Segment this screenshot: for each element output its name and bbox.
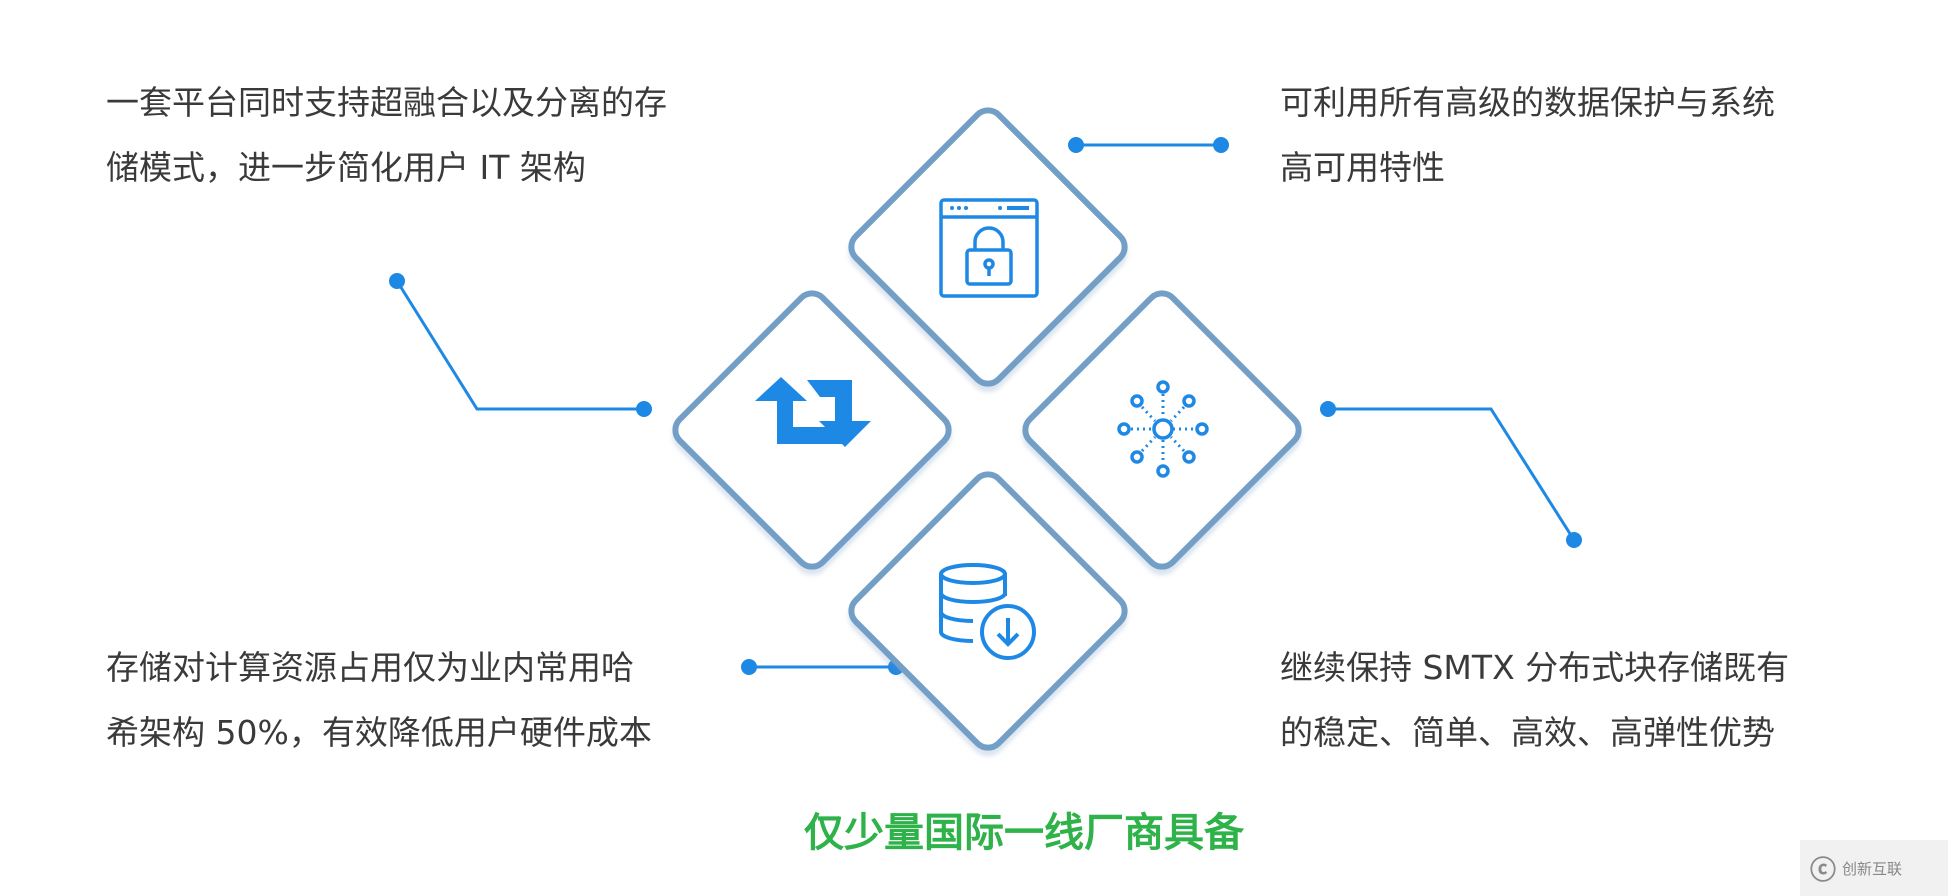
browser-lock-icon xyxy=(939,198,1039,298)
watermark-text: 创新互联 xyxy=(1842,859,1903,878)
feature-bottom-right: 继续保持 SMTX 分布式块存储既有 的稳定、简单、高效、高弹性优势 xyxy=(1280,635,1789,765)
connector-dot xyxy=(636,401,652,417)
feature-line: 继续保持 SMTX 分布式块存储既有 xyxy=(1280,648,1790,687)
connector-dot xyxy=(389,273,405,289)
connector-left xyxy=(395,280,644,411)
connector-dot xyxy=(1213,137,1229,153)
feature-line: 可利用所有高级的数据保护与系统 xyxy=(1280,83,1775,122)
feature-line: 储模式，进一步简化用户 IT 架构 xyxy=(106,148,586,187)
feature-top-right: 可利用所有高级的数据保护与系统 高可用特性 xyxy=(1280,70,1775,200)
feature-bottom-left: 存储对计算资源占用仅为业内常用哈 希架构 50%，有效降低用户硬件成本 xyxy=(106,635,652,765)
connector-dot xyxy=(1068,137,1084,153)
feature-top-left: 一套平台同时支持超融合以及分离的存 储模式，进一步简化用户 IT 架构 xyxy=(106,70,667,200)
database-download-icon xyxy=(939,563,1036,660)
logo-icon: ⓒ xyxy=(1810,855,1837,886)
feature-line: 存储对计算资源占用仅为业内常用哈 xyxy=(106,648,634,687)
network-node-icon xyxy=(1117,380,1209,478)
connector-dot xyxy=(1320,401,1336,417)
connector-right xyxy=(1328,407,1576,541)
connector-dot xyxy=(741,659,757,675)
feature-line: 希架构 50%，有效降低用户硬件成本 xyxy=(106,713,652,752)
feature-line: 的稳定、简单、高效、高弹性优势 xyxy=(1280,713,1775,752)
watermark-logo: ⓒ 创新互联 xyxy=(1800,840,1948,896)
feature-line: 一套平台同时支持超融合以及分离的存 xyxy=(106,83,667,122)
repeat-arrows-icon xyxy=(755,377,871,447)
summary-title: 仅少量国际一线厂商具备 xyxy=(804,810,1244,856)
connector-dot xyxy=(1566,532,1582,548)
feature-line: 高可用特性 xyxy=(1280,148,1445,187)
